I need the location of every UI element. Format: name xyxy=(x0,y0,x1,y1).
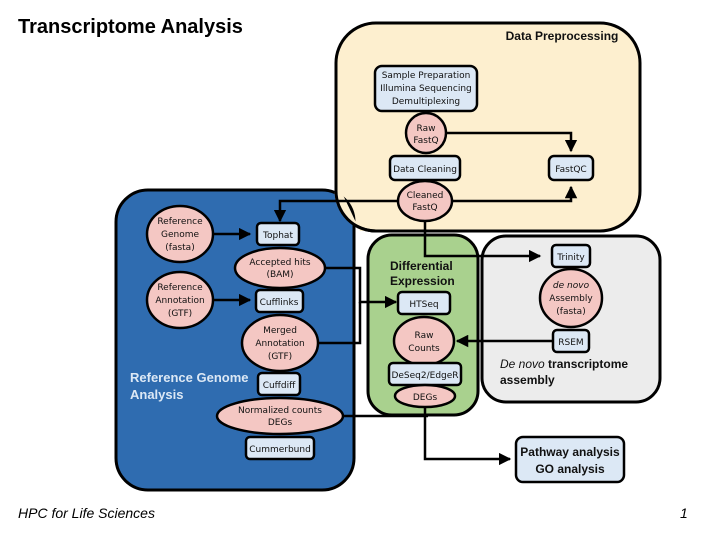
node-denovo-assembly-l1: de novo xyxy=(553,281,590,291)
node-merged-annotation xyxy=(240,313,320,373)
node-data-cleaning-label: Data Cleaning xyxy=(393,165,457,175)
node-fastqc xyxy=(547,154,595,182)
edge-cleaned-to-trinity xyxy=(423,212,542,263)
node-merged-annotation-l1: Merged xyxy=(263,326,297,336)
node-normalized-counts-l1: Normalized counts xyxy=(238,406,322,416)
node-raw-fastq xyxy=(404,111,448,155)
node-merged-annotation-l3: (GTF) xyxy=(268,352,292,362)
node-accepted-hits-l2: (BAM) xyxy=(266,270,293,280)
node-denovo-assembly xyxy=(538,267,604,329)
node-denovo-assembly-l2: Assembly xyxy=(549,294,593,304)
group-label-differential-1: Differential xyxy=(390,259,453,273)
footer-text: HPC for Life Sciences xyxy=(18,505,155,521)
node-trinity-label: Trinity xyxy=(556,253,585,263)
node-pathway-l1: Pathway analysis xyxy=(520,445,620,459)
node-rsem-label: RSEM xyxy=(558,338,583,348)
node-sample-prep-l1: Sample Preparation xyxy=(382,71,471,81)
node-accepted-hits xyxy=(233,246,327,290)
node-ref-genome-l3: (fasta) xyxy=(165,243,194,253)
node-rsem xyxy=(551,328,591,354)
node-degs xyxy=(393,383,457,409)
edge-cleaned-to-fastqc xyxy=(452,185,578,203)
node-raw-counts-l2: Counts xyxy=(408,344,440,354)
node-ref-genome-l2: Genome xyxy=(161,230,199,240)
node-tophat-label: Tophat xyxy=(262,231,293,241)
node-ref-genome xyxy=(145,204,215,264)
node-denovo-assembly-l3: (fasta) xyxy=(556,307,585,317)
node-raw-counts xyxy=(392,315,456,367)
connectors xyxy=(213,131,578,466)
page-title: Transcriptome Analysis xyxy=(18,16,243,38)
node-ref-annotation-l2: Annotation xyxy=(155,296,204,306)
node-merged-annotation-l2: Annotation xyxy=(255,339,304,349)
node-cufflinks-label: Cufflinks xyxy=(260,298,299,308)
node-cleaned-fastq xyxy=(396,179,454,223)
node-normalized-counts xyxy=(215,396,345,436)
node-normalized-counts-l2: DEGs xyxy=(268,418,293,428)
node-raw-fastq-l2: FastQ xyxy=(413,136,438,146)
node-raw-fastq-l1: Raw xyxy=(417,124,436,134)
node-sample-prep-l3: Demultiplexing xyxy=(392,97,460,107)
group-label-reference-1: Reference Genome xyxy=(130,370,249,385)
node-fastqc-label: FastQC xyxy=(555,165,586,175)
node-deseq2-label: DeSeq2/EdgeR xyxy=(391,371,458,381)
node-ref-genome-l1: Reference xyxy=(157,217,203,227)
edge-cleaned-to-tophat xyxy=(273,199,398,223)
node-ref-annotation-l3: (GTF) xyxy=(168,309,192,319)
node-htseq-label: HTSeq xyxy=(409,300,438,310)
node-pathway xyxy=(514,435,626,484)
node-cufflinks xyxy=(254,288,305,314)
edge-degs-to-pathway xyxy=(423,406,512,466)
node-cummerbund-label: Cummerbund xyxy=(249,445,311,455)
node-accepted-hits-l1: Accepted hits xyxy=(249,258,311,268)
group-label-differential-2: Expression xyxy=(390,274,455,288)
group-label-denovo-1: De novo transcriptome xyxy=(500,357,628,371)
group-label-denovo-2: assembly xyxy=(500,373,555,387)
node-cleaned-fastq-l2: FastQ xyxy=(412,203,437,213)
group-label-reference-2: Analysis xyxy=(130,387,183,402)
node-cleaned-fastq-l1: Cleaned xyxy=(407,191,444,201)
node-degs-label: DEGs xyxy=(413,393,438,403)
node-pathway-l2: GO analysis xyxy=(535,462,605,476)
page-number: 1 xyxy=(680,505,688,521)
node-cuffdiff xyxy=(256,371,302,397)
node-sample-prep-l2: Illumina Sequencing xyxy=(380,84,471,94)
node-raw-counts-l1: Raw xyxy=(415,331,434,341)
edge-merged-to-htseq xyxy=(318,302,362,345)
edge-raw-to-fastqc xyxy=(446,131,578,153)
group-label-preprocessing: Data Preprocessing xyxy=(506,29,619,43)
node-sample-prep xyxy=(373,64,479,113)
node-tophat xyxy=(255,221,301,247)
node-cuffdiff-label: Cuffdiff xyxy=(263,381,296,391)
node-ref-annotation xyxy=(145,270,215,330)
node-cummerbund xyxy=(244,435,316,461)
edge-bam-to-htseq xyxy=(324,266,398,309)
node-trinity xyxy=(550,243,592,269)
node-ref-annotation-l1: Reference xyxy=(157,283,203,293)
node-htseq xyxy=(396,290,452,316)
